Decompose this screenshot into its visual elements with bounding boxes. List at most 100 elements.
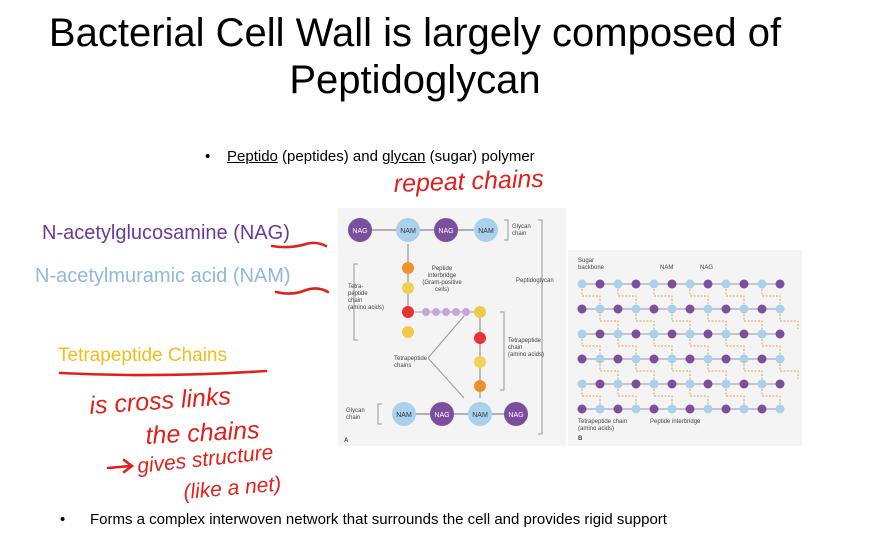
nam-sugar: [392, 402, 416, 426]
peptidoglycan-label: Peptidoglycan: [516, 278, 554, 284]
nag-sugar: [757, 404, 767, 414]
nag-sugar: [577, 404, 587, 414]
cross-link: [761, 289, 781, 304]
tetrapeptide-pointer-lines: [427, 315, 465, 399]
nag-sugar: [613, 404, 623, 414]
nag-sugar: [721, 404, 731, 414]
cross-link: [761, 339, 781, 354]
interbridge-label: (Gram-positive: [422, 280, 462, 286]
nag-sugar: [775, 279, 785, 289]
amino-acid: [402, 326, 414, 338]
peptido-word: Peptido: [227, 148, 278, 165]
nam-sugar: [474, 218, 498, 242]
nag-sugar: [775, 329, 785, 339]
nam-sugar: [631, 304, 641, 314]
cross-link: [653, 339, 673, 354]
nam-sugar: [739, 404, 749, 414]
nag-sugar: [739, 379, 749, 389]
nag-sugar: [775, 379, 785, 389]
nam-sugar: [721, 279, 731, 289]
amino-acid: [474, 332, 486, 344]
term-tetrapeptide: Tetrapeptide Chains: [58, 345, 227, 366]
interbridge-amino-acid: [432, 308, 440, 316]
bullet-peptido-glycan: •Peptido (peptides) and glycan (sugar) p…: [205, 148, 535, 165]
sugar-backbone-label: Sugar: [578, 258, 594, 264]
underline-nam: [274, 287, 330, 295]
glycan-chain-label: Glycan: [346, 408, 365, 414]
nag-sugar: [595, 279, 605, 289]
cross-link: [671, 364, 691, 379]
cross-link: [671, 314, 691, 329]
annotation-cross-links: is cross links: [88, 382, 231, 420]
nag-sugar: [434, 218, 458, 242]
nag-sugar: [739, 279, 749, 289]
term-nam: N-acetylmuramic acid (NAM): [35, 265, 291, 287]
nag-sugar: [595, 329, 605, 339]
cross-link: [617, 289, 637, 304]
cross-link: [779, 314, 799, 329]
glycan-bracket-bottom: [377, 403, 382, 425]
diagram-a-background: [338, 208, 566, 446]
nag-label: NAG: [438, 228, 453, 235]
nam-sugar: [775, 304, 785, 314]
nag-sugar: [649, 304, 659, 314]
cross-link: [599, 314, 619, 329]
nam-label: NAM: [660, 265, 673, 271]
nam-sugar: [685, 279, 695, 289]
nag-label: NAG: [508, 412, 523, 419]
nam-sugar: [577, 329, 587, 339]
nam-sugar: [703, 404, 713, 414]
nag-sugar: [348, 218, 372, 242]
annotation-repeat-chains: repeat chains: [393, 165, 544, 198]
nam-label: NAM: [472, 412, 488, 419]
cross-link: [581, 389, 601, 404]
nag-sugar: [703, 379, 713, 389]
nag-sugar: [685, 354, 695, 364]
nam-sugar: [685, 379, 695, 389]
nam-sugar: [595, 354, 605, 364]
cross-link: [599, 364, 619, 379]
peptidoglycan-diagram-a: NAG NAM NAG NAM NAM NAG NAM NAG Glycan c…: [338, 208, 566, 446]
annotation-the-chains: the chains: [145, 416, 260, 450]
nag-sugar: [685, 404, 695, 414]
interbridge-label: cells): [435, 287, 449, 293]
arrow-shaft: [106, 464, 132, 470]
glycan-chain-label: chain: [512, 231, 526, 237]
tetrapeptide-aa-label: chain: [508, 345, 522, 351]
nag-label: NAG: [700, 265, 713, 271]
nam-sugar: [775, 404, 785, 414]
nam-sugar: [595, 404, 605, 414]
interbridge-amino-acid: [462, 308, 470, 316]
nam-sugar: [649, 279, 659, 289]
cross-link: [743, 364, 763, 379]
nag-sugar: [739, 329, 749, 339]
amino-acid: [402, 282, 414, 294]
cross-link: [725, 339, 745, 354]
tetrapeptide-chains-label: Tetrapeptide: [394, 356, 428, 362]
nag-sugar: [631, 279, 641, 289]
nam-sugar: [703, 304, 713, 314]
nag-sugar: [631, 379, 641, 389]
nag-sugar: [721, 354, 731, 364]
nam-sugar: [667, 304, 677, 314]
panel-label-b: B: [578, 436, 583, 442]
interbridge-label: interbridge: [428, 273, 457, 279]
bullet-dot: •: [205, 148, 211, 165]
glycan-chain-label: Glycan: [512, 224, 531, 230]
cross-link: [617, 339, 637, 354]
nag-sugar: [667, 329, 677, 339]
tetra-peptide-bracket-right: [500, 311, 505, 391]
cross-link: [743, 314, 763, 329]
cross-link: [617, 389, 637, 404]
peptidoglycan-diagram-b: Sugar backbone NAM NAG Tetrapeptide chai…: [568, 250, 802, 446]
nam-sugar: [775, 354, 785, 364]
cross-link: [779, 364, 799, 379]
tetrapeptide-chains-label: chains: [394, 363, 411, 369]
nag-sugar: [595, 379, 605, 389]
nam-sugar: [757, 279, 767, 289]
title-line-2: Peptidoglycan: [289, 58, 541, 102]
nag-sugar: [649, 404, 659, 414]
cross-link: [635, 314, 655, 329]
nag-label: NAG: [434, 412, 449, 419]
cross-link: [761, 389, 781, 404]
